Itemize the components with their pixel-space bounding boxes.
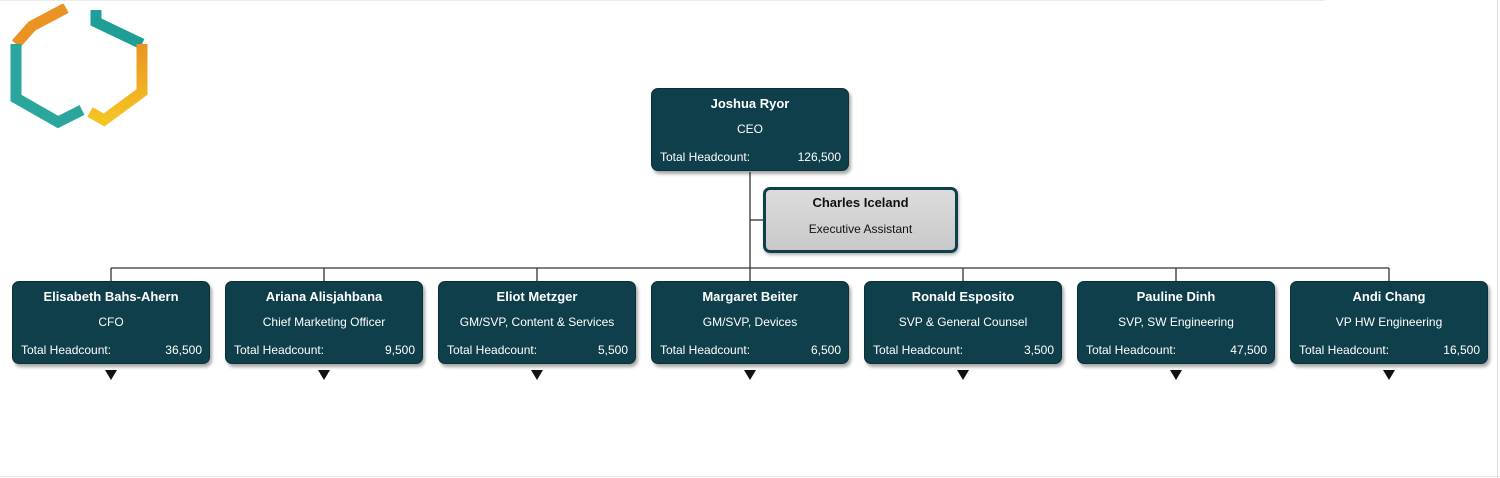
node-name: Pauline Dinh (1136, 289, 1216, 304)
headcount-value: 36,500 (165, 343, 202, 357)
top-border (0, 0, 1325, 1)
org-node-report[interactable]: Elisabeth Bahs-Ahern CFO Total Headcount… (12, 281, 210, 364)
headcount-value: 126,500 (797, 150, 841, 164)
node-title: SVP & General Counsel (898, 315, 1028, 329)
org-node-report[interactable]: Margaret Beiter GM/SVP, Devices Total He… (651, 281, 849, 364)
node-title: Executive Assistant (808, 222, 913, 236)
node-title: GM/SVP, Devices (702, 315, 798, 329)
headcount-label: Total Headcount: (447, 343, 538, 357)
node-name: Andi Chang (1352, 289, 1426, 304)
headcount-value: 16,500 (1443, 343, 1480, 357)
expand-down-icon[interactable] (105, 370, 117, 380)
org-node-report[interactable]: Ariana Alisjahbana Chief Marketing Offic… (225, 281, 423, 364)
org-node-report[interactable]: Pauline Dinh SVP, SW Engineering Total H… (1077, 281, 1275, 364)
headcount-label: Total Headcount: (1086, 343, 1177, 357)
node-name: Margaret Beiter (702, 289, 798, 304)
org-node-report[interactable]: Eliot Metzger GM/SVP, Content & Services… (438, 281, 636, 364)
expand-down-icon[interactable] (1170, 370, 1182, 380)
node-name: Charles Iceland (812, 195, 909, 210)
node-name: Ariana Alisjahbana (265, 289, 383, 304)
company-logo-icon (10, 4, 148, 128)
headcount-value: 5,500 (597, 343, 628, 357)
node-title: SVP, SW Engineering (1118, 315, 1234, 329)
headcount-value: 47,500 (1230, 343, 1267, 357)
node-title: CEO (736, 122, 763, 136)
org-node-report[interactable]: Andi Chang VP HW Engineering Total Headc… (1290, 281, 1488, 364)
headcount-label: Total Headcount: (1299, 343, 1390, 357)
bottom-border (0, 476, 1500, 477)
expand-down-icon[interactable] (318, 370, 330, 380)
node-title: CFO (98, 315, 124, 329)
node-name: Elisabeth Bahs-Ahern (43, 289, 179, 304)
expand-down-icon[interactable] (957, 370, 969, 380)
headcount-label: Total Headcount: (234, 343, 325, 357)
headcount-value: 9,500 (384, 343, 415, 357)
node-name: Joshua Ryor (710, 96, 790, 111)
headcount-value: 3,500 (1023, 343, 1054, 357)
headcount-label: Total Headcount: (873, 343, 964, 357)
headcount-label: Total Headcount: (660, 343, 751, 357)
node-name: Ronald Esposito (911, 289, 1015, 304)
expand-down-icon[interactable] (744, 370, 756, 380)
node-name: Eliot Metzger (496, 289, 578, 304)
right-border (1497, 0, 1498, 478)
headcount-label: Total Headcount: (660, 150, 751, 164)
headcount-value: 6,500 (810, 343, 841, 357)
headcount-label: Total Headcount: (21, 343, 112, 357)
org-node-report[interactable]: Ronald Esposito SVP & General Counsel To… (864, 281, 1062, 364)
expand-down-icon[interactable] (1383, 370, 1395, 380)
node-title: Chief Marketing Officer (262, 315, 386, 329)
expand-down-icon[interactable] (531, 370, 543, 380)
node-title: VP HW Engineering (1335, 315, 1443, 329)
node-title: GM/SVP, Content & Services (459, 315, 615, 329)
org-node-assistant[interactable]: Charles Iceland Executive Assistant (763, 187, 958, 253)
org-node-ceo[interactable]: Joshua Ryor CEO Total Headcount: 126,500 (651, 88, 849, 171)
